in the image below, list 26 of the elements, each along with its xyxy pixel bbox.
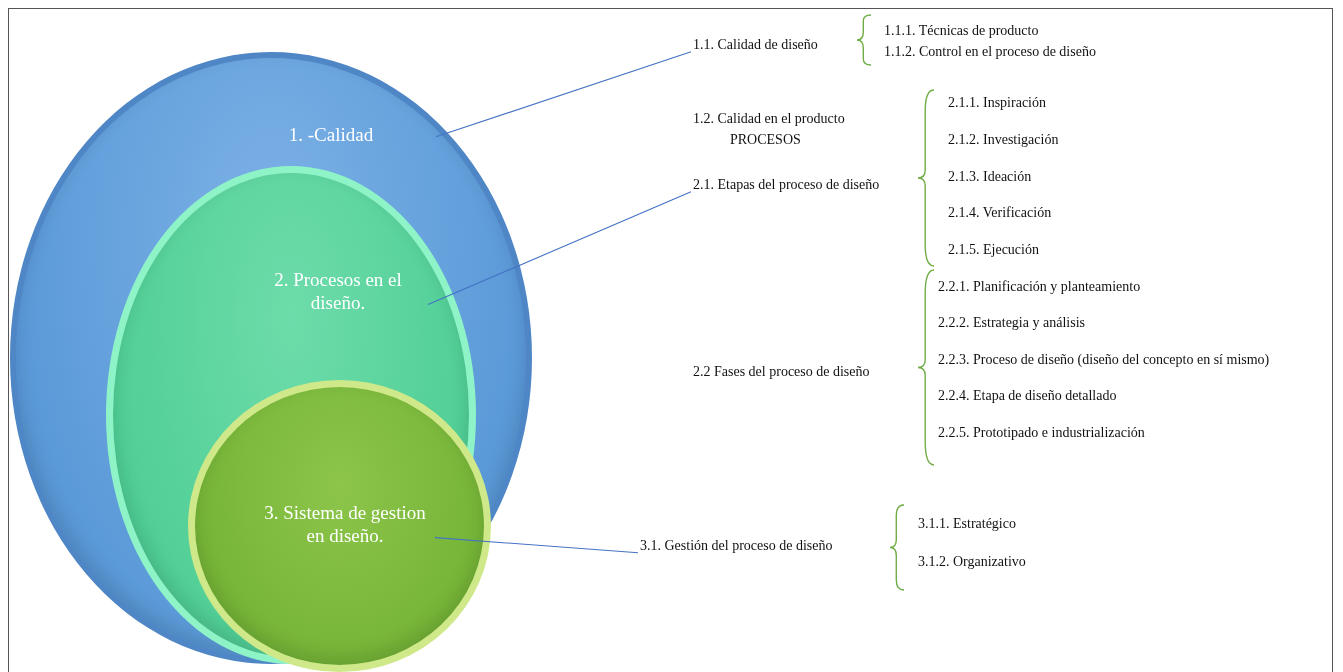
outline-item: 3.1.2. Organizativo: [918, 554, 1026, 571]
outline-item: 1.1.2. Control en el proceso de diseño: [884, 44, 1096, 61]
outline-item: 3.1.1. Estratégico: [918, 516, 1016, 533]
outline-item: 2.1.4. Verificación: [948, 205, 1052, 222]
leader-line: [427, 191, 692, 306]
outline-item: 2.2.1. Planificación y planteamiento: [938, 279, 1141, 296]
outline-item: 1.2. Calidad en el producto: [693, 111, 845, 128]
leader-line: [434, 537, 639, 554]
outline-item: 2.1.5. Ejecución: [948, 242, 1039, 259]
outline-item: 2.1.3. Ideación: [948, 169, 1032, 186]
outline-item: PROCESOS: [730, 132, 801, 149]
topic-label: 2.1. Etapas del proceso de diseño: [693, 177, 880, 194]
circle-label: 1. -Calidad: [287, 124, 375, 147]
outline-item: 1.1.1. Técnicas de producto: [884, 23, 1039, 40]
leader-line: [435, 51, 692, 138]
topic-label: 3.1. Gestión del proceso de diseño: [640, 538, 833, 555]
outline-item: 2.1.1. Inspiración: [948, 95, 1046, 112]
topic-label: 1.1. Calidad de diseño: [693, 37, 818, 54]
outline-item: 2.2.3. Proceso de diseño (diseño del concepto en sí mismo): [938, 352, 1270, 369]
circle-label: 3. Sistema de gestion en diseño.: [263, 502, 427, 548]
outline-item: 2.1.2. Investigación: [948, 132, 1059, 149]
circle-label: 2. Procesos en el diseño.: [273, 269, 403, 315]
outline-item: 2.2.4. Etapa de diseño detallado: [938, 388, 1117, 405]
outline-item: 2.2.2. Estrategia y análisis: [938, 315, 1085, 332]
outline-item: 2.2 Fases del proceso de diseño: [693, 364, 870, 381]
outline-item: 2.2.5. Prototipado e industrialización: [938, 425, 1145, 442]
